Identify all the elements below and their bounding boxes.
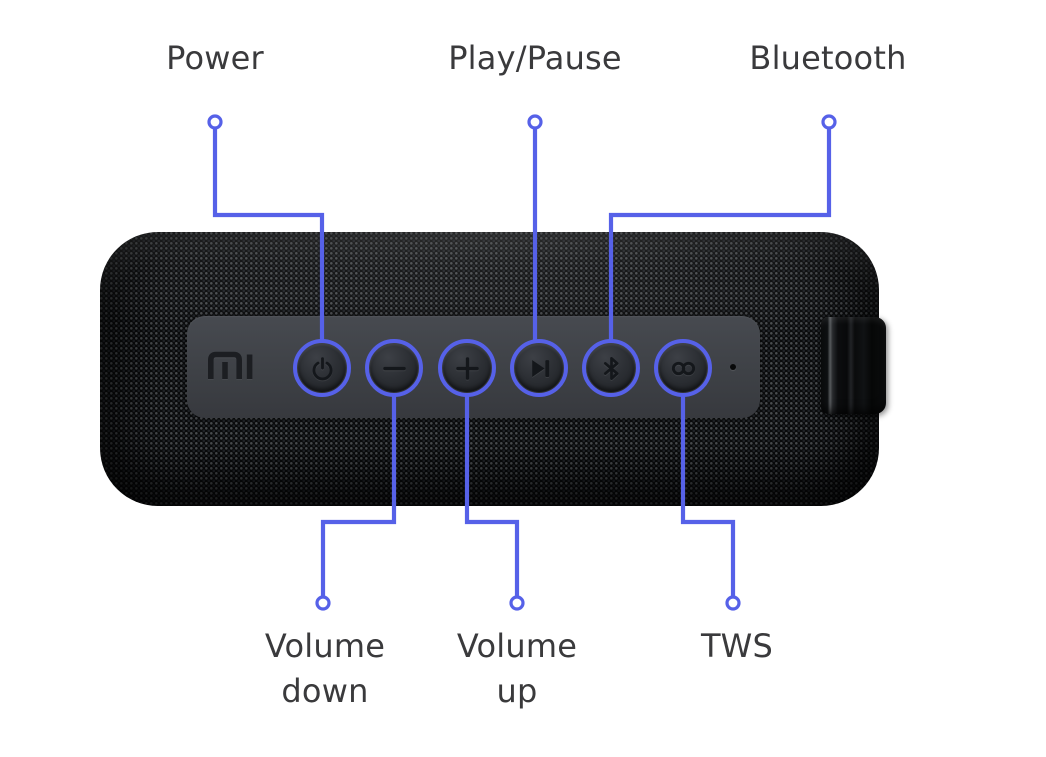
volume-up-button [438,339,496,397]
tws-button [654,339,712,397]
tws-callout-ring [654,339,712,397]
tws-callout-dot [725,595,741,611]
microphone-hole [730,364,736,370]
label-volume-up: Volume up [456,627,578,710]
volume-down-callout-ring [365,339,423,397]
bluetooth-button [582,339,640,397]
mi-logo [206,350,255,380]
play-pause-button [510,339,568,397]
volume-down-button [365,339,423,397]
label-play-pause: Play/Pause [448,39,622,77]
volume-down-callout-dot [315,595,331,611]
label-volume-down: Volume down [264,627,386,710]
bluetooth-callout-dot [821,114,837,130]
label-power: Power [166,39,264,77]
power-callout-ring [293,339,351,397]
play-pause-callout-ring [510,339,568,397]
volume-up-callout-dot [509,595,525,611]
label-bluetooth: Bluetooth [749,39,907,77]
power-callout-dot [207,114,223,130]
bluetooth-callout-ring [582,339,640,397]
power-button [293,339,351,397]
label-tws: TWS [700,627,774,665]
strap-loop [821,317,886,414]
play-pause-callout-dot [527,114,543,130]
volume-up-callout-ring [438,339,496,397]
